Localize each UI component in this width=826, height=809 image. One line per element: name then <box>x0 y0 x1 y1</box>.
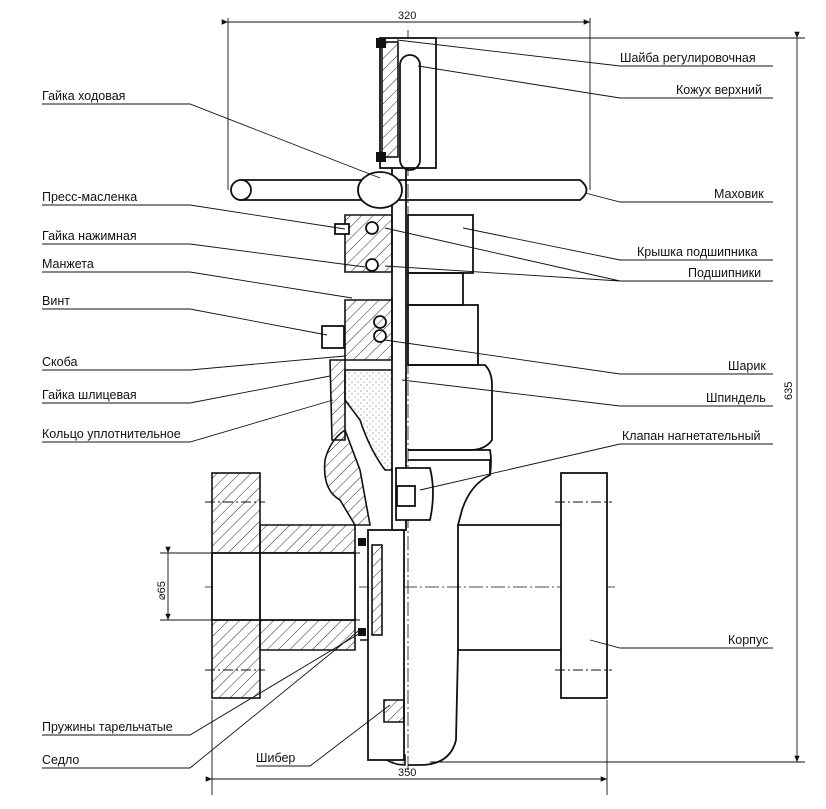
label-bearing-cover: Крышка подшипника <box>637 245 758 259</box>
left-flange <box>205 472 265 699</box>
dim-width-top: 320 <box>398 10 416 22</box>
label-adjusting-washer: Шайба регулировочная <box>620 51 756 65</box>
label-seal-ring: Кольцо уплотнительное <box>42 427 181 441</box>
handwheel <box>230 171 588 209</box>
dimension-height: 635 <box>430 31 805 763</box>
label-gland-nut: Гайка нажимная <box>42 229 137 243</box>
valve-body <box>259 428 561 766</box>
label-cuff: Манжета <box>42 257 94 271</box>
dimension-bottom: 350 <box>205 700 608 795</box>
label-stem: Шпиндель <box>706 391 766 405</box>
label-running-nut: Гайка ходовая <box>42 89 125 103</box>
dim-bore: ⌀65 <box>156 581 168 600</box>
dimension-top: 320 <box>221 10 591 190</box>
label-screw: Винт <box>42 294 70 308</box>
label-injection-valve: Клапан нагнетательный <box>622 429 761 443</box>
label-handwheel: Маховик <box>714 187 764 201</box>
label-seat: Седло <box>42 753 79 767</box>
label-upper-cover: Кожух верхний <box>676 83 762 97</box>
bonnet <box>321 159 493 531</box>
label-bearings: Подшипники <box>688 266 761 280</box>
dim-width-bottom: 350 <box>398 767 416 779</box>
callouts-right: Шайба регулировочная Кожух верхний Махов… <box>384 39 773 649</box>
label-clamp: Скоба <box>42 355 77 369</box>
right-flange <box>555 472 612 699</box>
label-spline-nut: Гайка шлицевая <box>42 388 137 402</box>
label-ball: Шарик <box>728 359 766 373</box>
label-body: Корпус <box>728 633 768 647</box>
label-disc-springs: Пружины тарельчатые <box>42 720 173 734</box>
label-gate: Шибер <box>256 751 295 765</box>
dim-height: 635 <box>783 382 795 400</box>
callouts-left: Гайка ходовая Пресс-масленка Гайка нажим… <box>42 89 391 769</box>
upper-cover <box>376 37 437 171</box>
gate <box>358 529 405 761</box>
label-grease-fitting: Пресс-масленка <box>42 190 137 204</box>
